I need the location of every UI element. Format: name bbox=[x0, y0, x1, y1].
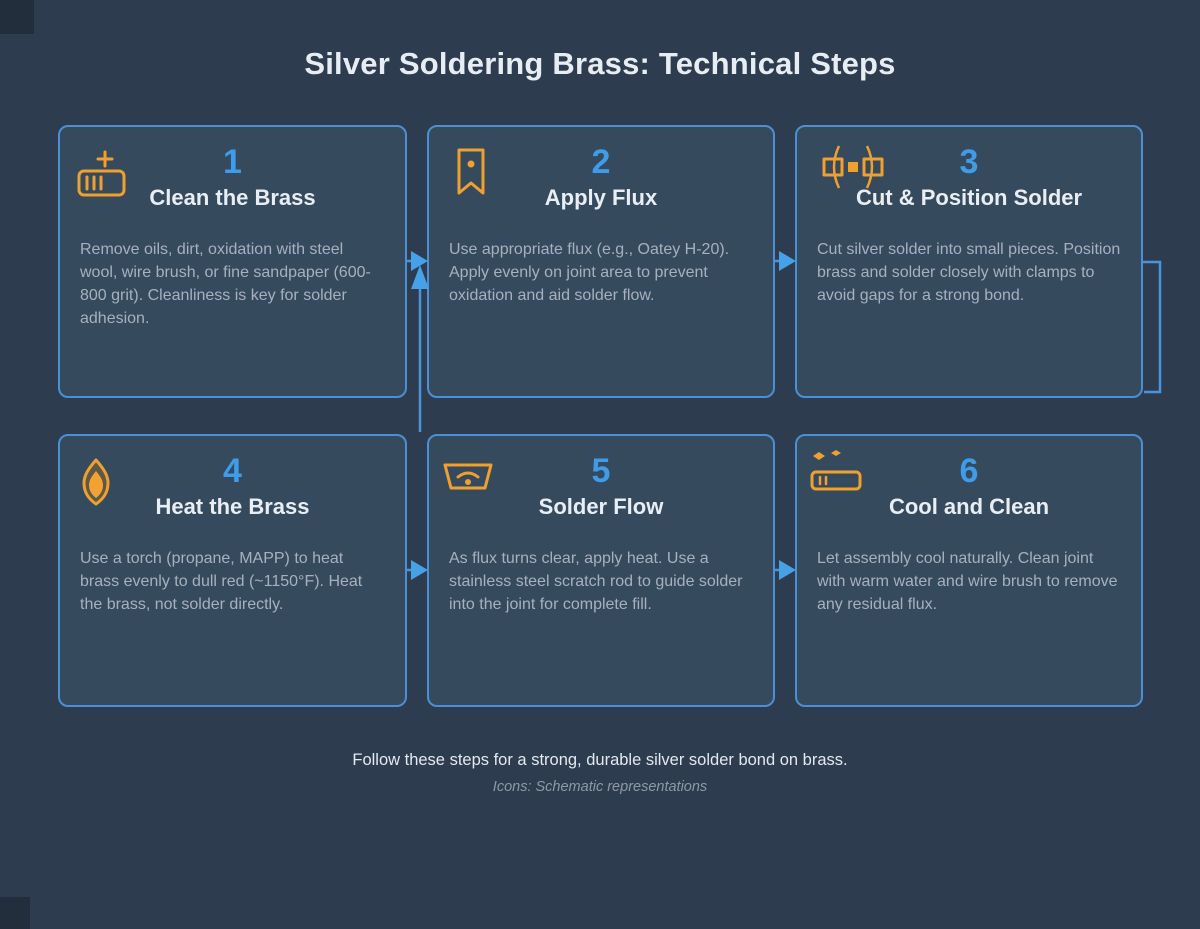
step-number: 1 bbox=[223, 143, 242, 181]
flux-flow-gauge-icon bbox=[441, 460, 495, 492]
step-card-1: 1 Clean the Brass Remove oils, dirt, oxi… bbox=[58, 125, 407, 398]
step-number: 6 bbox=[959, 452, 979, 490]
step-card-2: 2 Apply Flux Use appropriate flux (e.g.,… bbox=[427, 125, 775, 398]
arrow-step5-to-step6 bbox=[775, 560, 796, 580]
step-description: Use appropriate flux (e.g., Oatey H-20).… bbox=[449, 241, 730, 304]
step-card-5: 5 Solder Flow As flux turns clear, apply… bbox=[427, 434, 775, 707]
step-title: Cut & Position Solder bbox=[855, 185, 1083, 210]
step-card-4: 4 Heat the Brass Use a torch (propane, M… bbox=[58, 434, 407, 707]
step-title: Heat the Brass bbox=[155, 494, 310, 519]
step-title: Solder Flow bbox=[538, 494, 664, 519]
torch-flame-icon bbox=[80, 458, 112, 506]
arrow-step2-to-step3 bbox=[775, 251, 796, 271]
step-card-3: 3 Cut & Position Solder Cut silver solde… bbox=[795, 125, 1143, 398]
arrow-step4-to-step5 bbox=[407, 560, 428, 580]
step-card-6: 6 Cool and Clean Let assembly cool natur… bbox=[795, 434, 1143, 707]
step-number: 5 bbox=[591, 452, 611, 490]
arrow-step1-to-step2 bbox=[407, 251, 428, 271]
step-number: 3 bbox=[959, 143, 979, 181]
page-title: Silver Soldering Brass: Technical Steps bbox=[304, 46, 896, 81]
footer-icon-note: Icons: Schematic representations bbox=[492, 779, 708, 795]
footer-summary: Follow these steps for a strong, durable… bbox=[352, 751, 848, 769]
scrub-pad-plus-icon bbox=[77, 149, 129, 197]
step-title: Cool and Clean bbox=[888, 494, 1050, 519]
step-title: Clean the Brass bbox=[149, 185, 316, 210]
step-title: Apply Flux bbox=[544, 185, 658, 210]
corner-artifact-bottom-left bbox=[0, 897, 30, 929]
step-description: Remove oils, dirt, oxidation with steel … bbox=[80, 241, 371, 327]
step-number: 4 bbox=[223, 452, 242, 490]
step-description: Let assembly cool naturally. Clean joint… bbox=[817, 550, 1118, 613]
step-number: 2 bbox=[591, 143, 611, 181]
corner-artifact-top-left bbox=[0, 0, 34, 34]
step-description: As flux turns clear, apply heat. Use a s… bbox=[449, 550, 743, 613]
elbow-connector-step3 bbox=[1143, 260, 1162, 394]
cooling-tray-icon bbox=[809, 448, 865, 492]
step-description: Cut silver solder into small pieces. Pos… bbox=[817, 241, 1121, 304]
step-description: Use a torch (propane, MAPP) to heat bras… bbox=[80, 550, 363, 613]
solder-segments-icon bbox=[815, 145, 891, 189]
flux-bookmark-icon bbox=[456, 147, 486, 197]
